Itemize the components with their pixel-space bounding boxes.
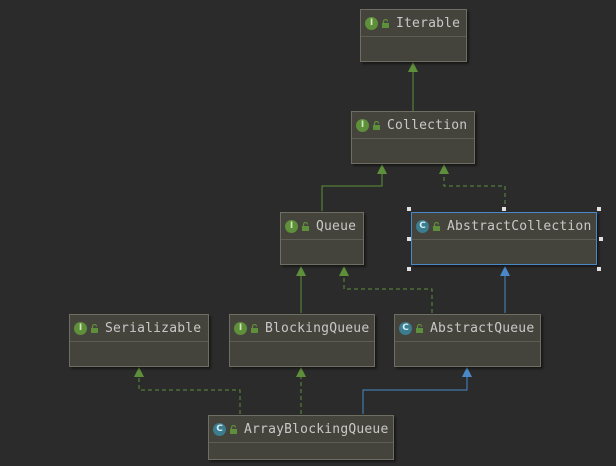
resize-handle-bottom-right[interactable] <box>597 267 601 271</box>
interface-icon: I <box>74 321 87 335</box>
node-iterable[interactable]: I Iterable <box>360 9 467 62</box>
resize-handle-top-center[interactable] <box>502 207 506 211</box>
lock-open-icon <box>230 424 237 434</box>
edge-arrayblockingqueue-serializable <box>134 367 241 414</box>
lock-open-icon <box>433 221 440 231</box>
node-blocking-queue-header: I BlockingQueue <box>230 315 374 342</box>
abstract-class-icon: C <box>399 321 412 335</box>
node-collection-header: I Collection <box>352 112 474 139</box>
resize-handle-mid-left[interactable] <box>407 237 411 241</box>
node-abstract-queue[interactable]: C AbstractQueue <box>394 314 541 367</box>
node-blocking-queue-label: BlockingQueue <box>265 320 370 336</box>
class-icon: C <box>213 422 226 436</box>
interface-icon: I <box>365 16 378 30</box>
node-collection-label: Collection <box>387 117 468 133</box>
resize-handle-mid-right[interactable] <box>599 237 603 241</box>
interface-icon: I <box>234 321 247 335</box>
node-iterable-header: I Iterable <box>361 10 466 37</box>
resize-handle-bottom-left[interactable] <box>407 267 411 271</box>
node-abstract-collection-label: AbstractCollection <box>447 218 592 234</box>
node-array-blocking-queue-label: ArrayBlockingQueue <box>244 421 389 437</box>
node-serializable-label: Serializable <box>105 320 202 336</box>
interface-icon: I <box>356 118 369 132</box>
node-abstract-queue-header: C AbstractQueue <box>395 315 540 342</box>
node-array-blocking-queue[interactable]: C ArrayBlockingQueue <box>208 415 394 460</box>
node-blocking-queue[interactable]: I BlockingQueue <box>229 314 375 367</box>
node-queue[interactable]: I Queue <box>280 212 364 265</box>
lock-open-icon <box>382 18 389 28</box>
node-queue-label: Queue <box>316 218 357 234</box>
node-queue-header: I Queue <box>281 213 363 240</box>
edge-abstractqueue-queue <box>339 266 433 313</box>
edge-queue-collection <box>321 164 387 211</box>
node-collection[interactable]: I Collection <box>351 111 475 164</box>
node-abstract-collection-header: C AbstractCollection <box>412 213 596 240</box>
resize-handle-top-left[interactable] <box>407 207 411 211</box>
abstract-class-icon: C <box>416 219 429 233</box>
lock-open-icon <box>251 323 258 333</box>
node-serializable[interactable]: I Serializable <box>69 314 209 367</box>
resize-handle-top-right[interactable] <box>597 207 601 211</box>
lock-open-icon <box>373 120 380 130</box>
lock-open-icon <box>91 323 98 333</box>
interface-icon: I <box>285 219 298 233</box>
node-abstract-queue-label: AbstractQueue <box>430 320 535 336</box>
node-serializable-header: I Serializable <box>70 315 208 342</box>
node-abstract-collection[interactable]: C AbstractCollection <box>411 212 597 265</box>
lock-open-icon <box>416 323 423 333</box>
lock-open-icon <box>302 221 309 231</box>
node-array-blocking-queue-header: C ArrayBlockingQueue <box>209 416 393 443</box>
edge-abstractcollection-collection <box>439 164 506 211</box>
edge-arrayblockingqueue-abstractqueue <box>362 367 472 414</box>
node-iterable-label: Iterable <box>396 15 461 31</box>
